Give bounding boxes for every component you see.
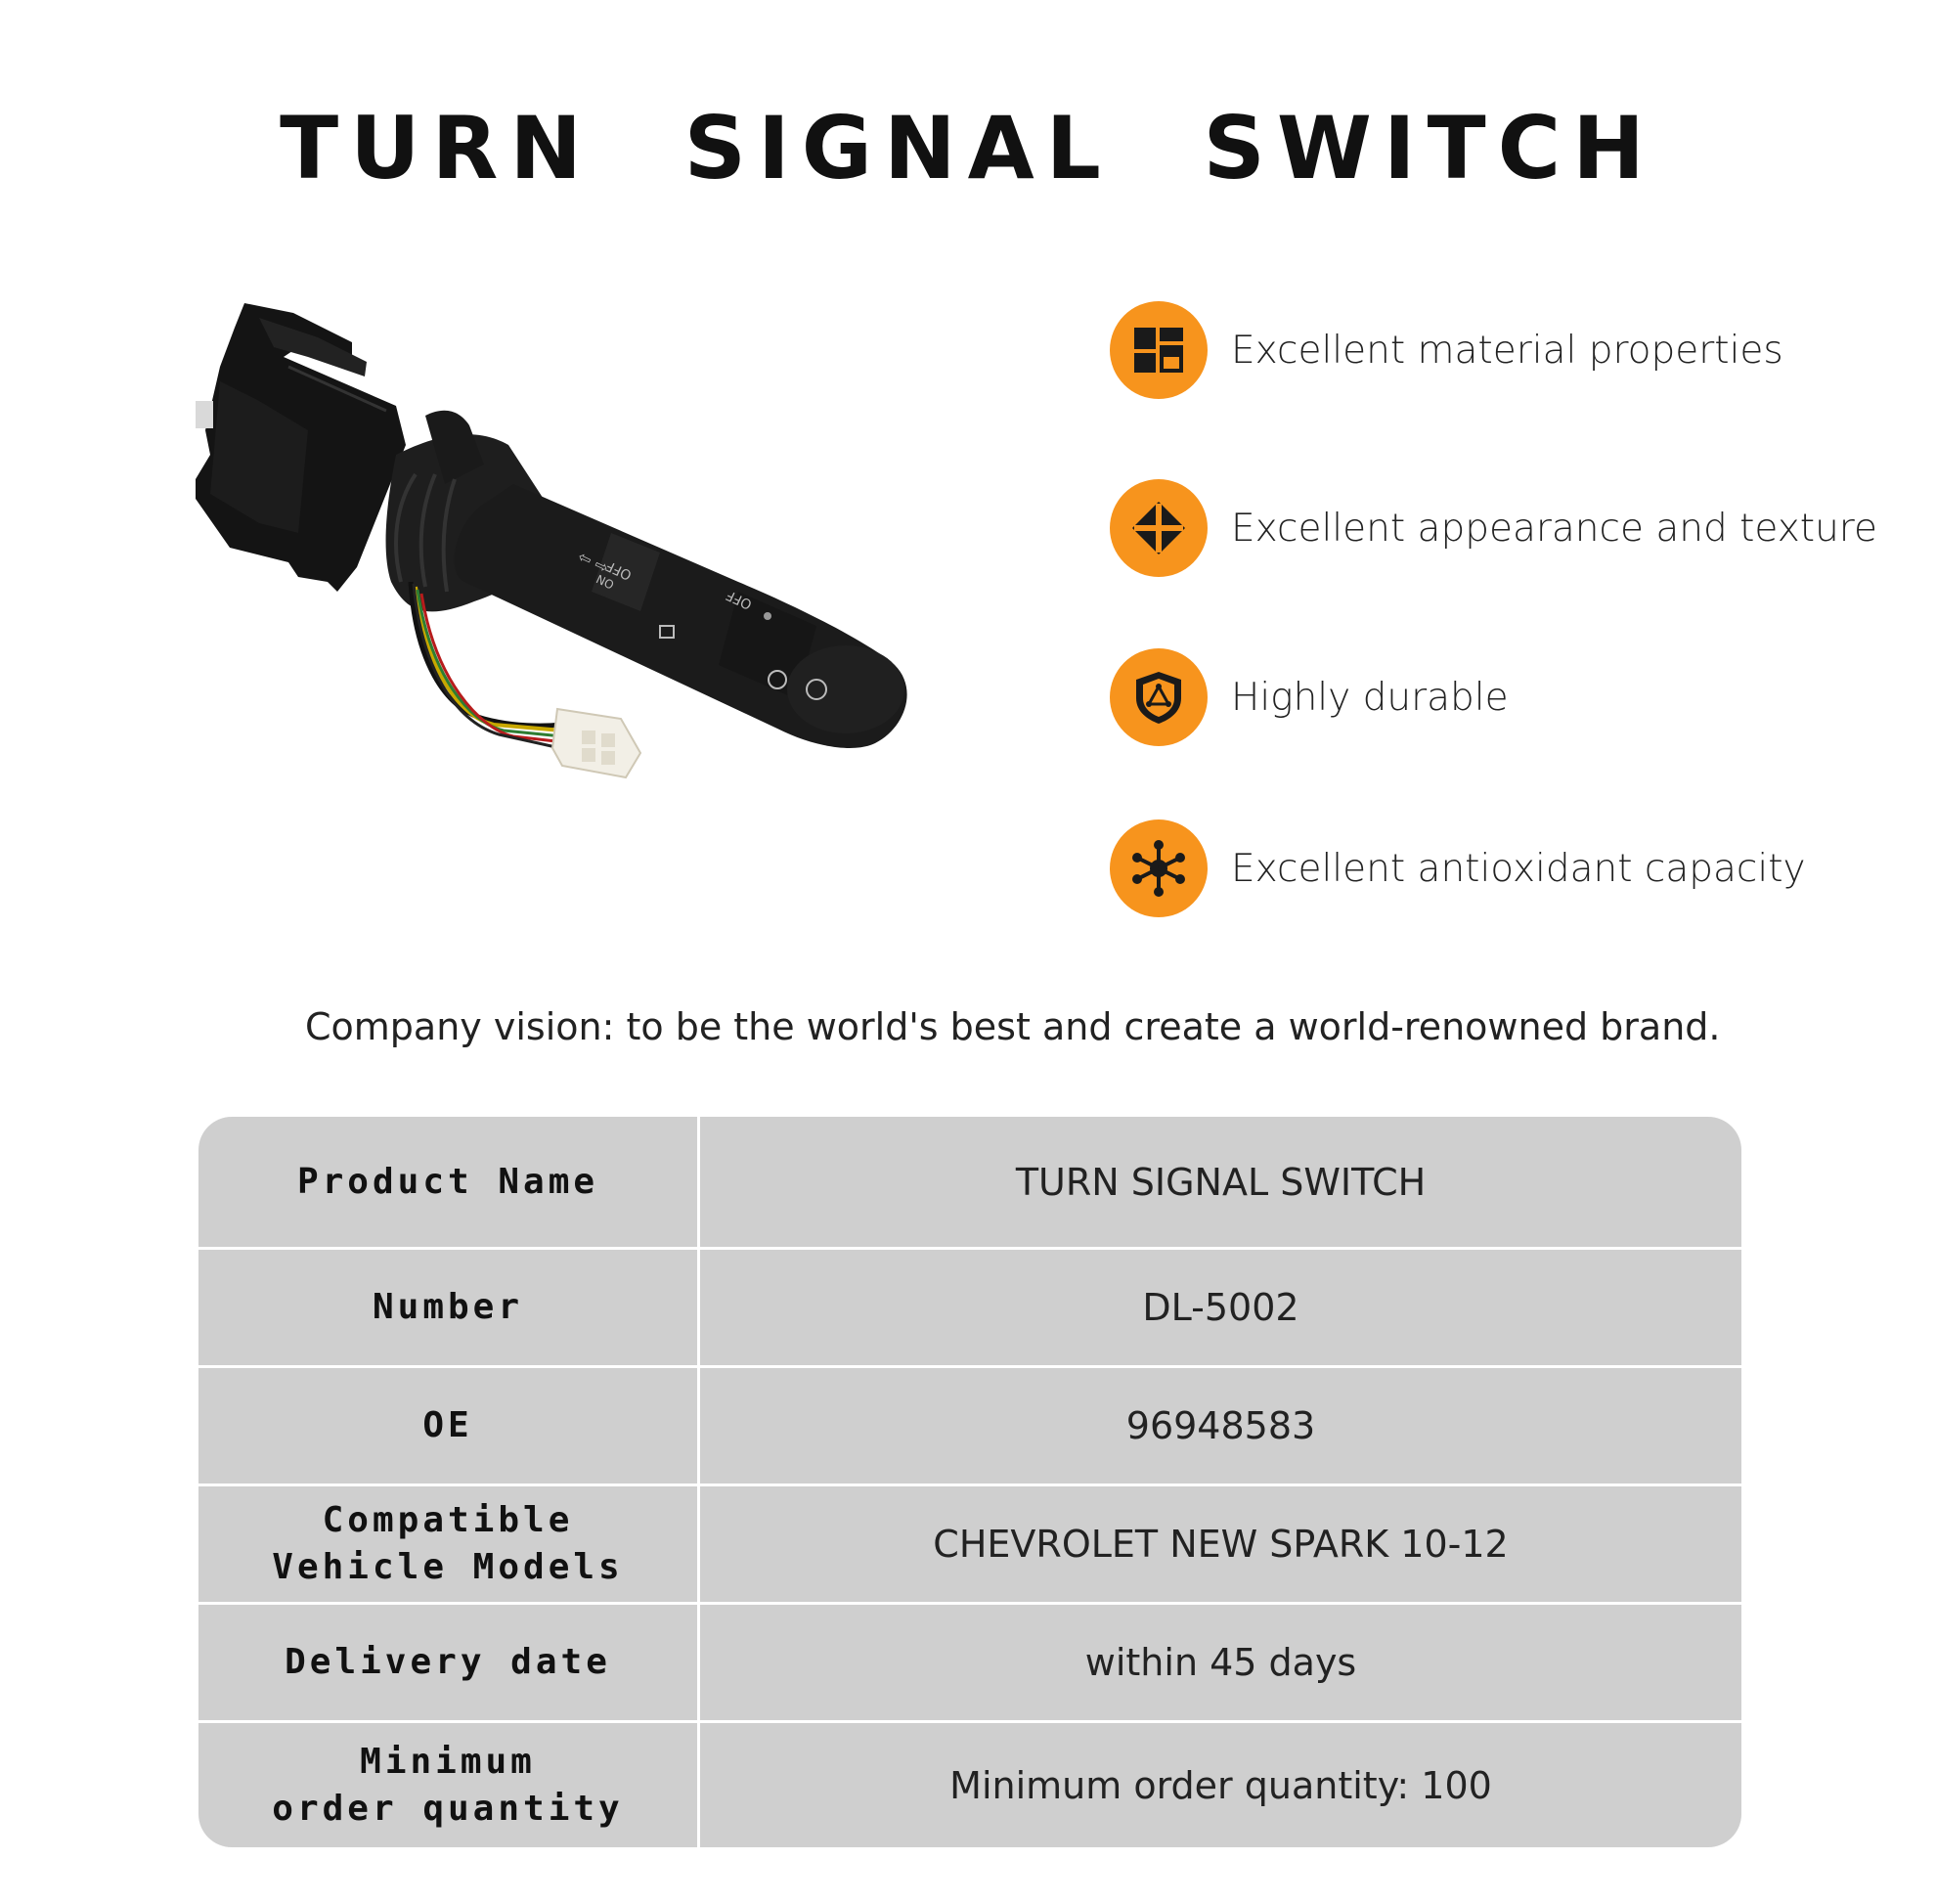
switch-wires — [408, 581, 565, 750]
table-row: OE 96948583 — [198, 1368, 1741, 1486]
feature-item: Excellent antioxidant capacity — [1110, 819, 1912, 917]
switch-lever: ⇦ ⇨ OFF ON OFF — [454, 484, 907, 748]
feature-label: Excellent material properties — [1231, 328, 1783, 373]
feature-label: Excellent appearance and texture — [1231, 506, 1877, 551]
turn-signal-switch-image: ⇦ ⇨ OFF ON OFF — [196, 303, 907, 779]
feature-item: Highly durable — [1110, 648, 1912, 746]
material-blocks-icon — [1110, 301, 1208, 399]
table-row: Number DL-5002 — [198, 1250, 1741, 1368]
page-title: TURN SIGNAL SWITCH — [280, 98, 1656, 199]
feature-label: Excellent antioxidant capacity — [1231, 846, 1806, 891]
table-row: Compatible Vehicle Models CHEVROLET NEW … — [198, 1486, 1741, 1605]
row-label: OE — [422, 1405, 473, 1445]
diamond-cross-icon — [1110, 479, 1208, 577]
row-value: within 45 days — [1084, 1641, 1357, 1684]
table-row: Product Name TURN SIGNAL SWITCH — [198, 1117, 1741, 1250]
row-label: Number — [372, 1287, 524, 1327]
switch-housing — [196, 303, 406, 592]
row-label: Compatible Vehicle Models — [272, 1500, 624, 1587]
row-value: CHEVROLET NEW SPARK 10-12 — [933, 1523, 1509, 1566]
table-row: Delivery date within 45 days — [198, 1605, 1741, 1723]
feature-item: Excellent appearance and texture — [1110, 479, 1912, 577]
row-value: Minimum order quantity: 100 — [949, 1763, 1492, 1807]
table-row: Minimum order quantity Minimum order qua… — [198, 1723, 1741, 1847]
feature-item: Excellent material properties — [1110, 301, 1912, 399]
row-value: DL-5002 — [1142, 1286, 1299, 1329]
shield-icon — [1110, 648, 1208, 746]
feature-label: Highly durable — [1231, 675, 1509, 720]
row-label: Minimum order quantity — [272, 1741, 624, 1829]
company-vision: Company vision: to be the world's best a… — [305, 1005, 1721, 1048]
row-value: 96948583 — [1125, 1404, 1316, 1447]
row-value: TURN SIGNAL SWITCH — [1015, 1160, 1427, 1204]
row-label: Product Name — [296, 1161, 599, 1202]
row-label: Delivery date — [285, 1642, 611, 1682]
molecule-icon — [1110, 819, 1208, 917]
white-connector — [550, 707, 642, 779]
spec-table: Product Name TURN SIGNAL SWITCH Number D… — [198, 1117, 1741, 1847]
column-divider — [697, 1117, 700, 1847]
